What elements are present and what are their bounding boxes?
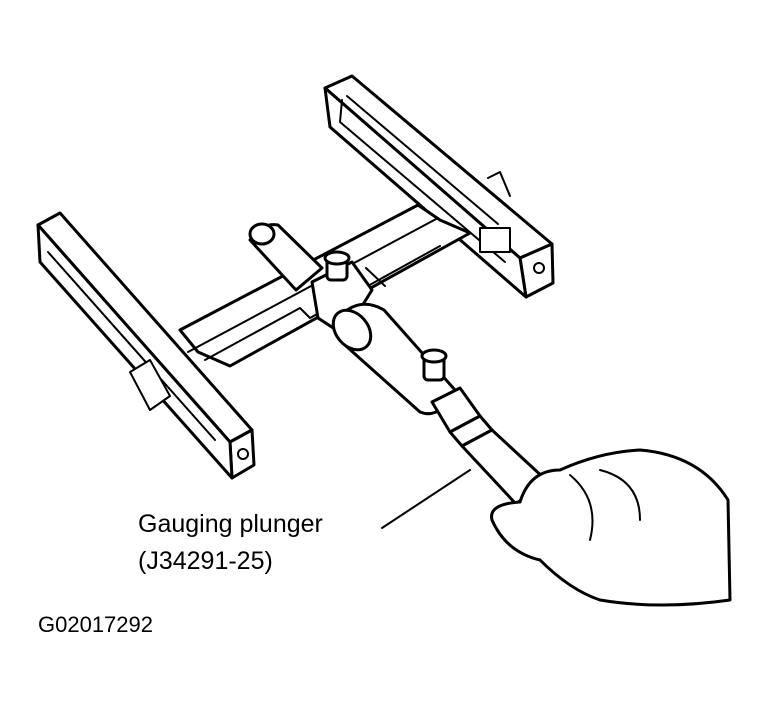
rear-cylinder: [248, 222, 324, 292]
callout-leader-line: [381, 469, 471, 529]
figure-code: G02017292: [38, 612, 153, 637]
main-cylinder: [331, 302, 457, 416]
callout-label: Gauging plunger: [138, 510, 323, 538]
center-hub: [310, 250, 374, 337]
left-arm: [36, 211, 256, 480]
right-arm: [323, 74, 555, 299]
callout-part-number: (J34291-25): [138, 547, 273, 575]
hand: [490, 448, 732, 607]
